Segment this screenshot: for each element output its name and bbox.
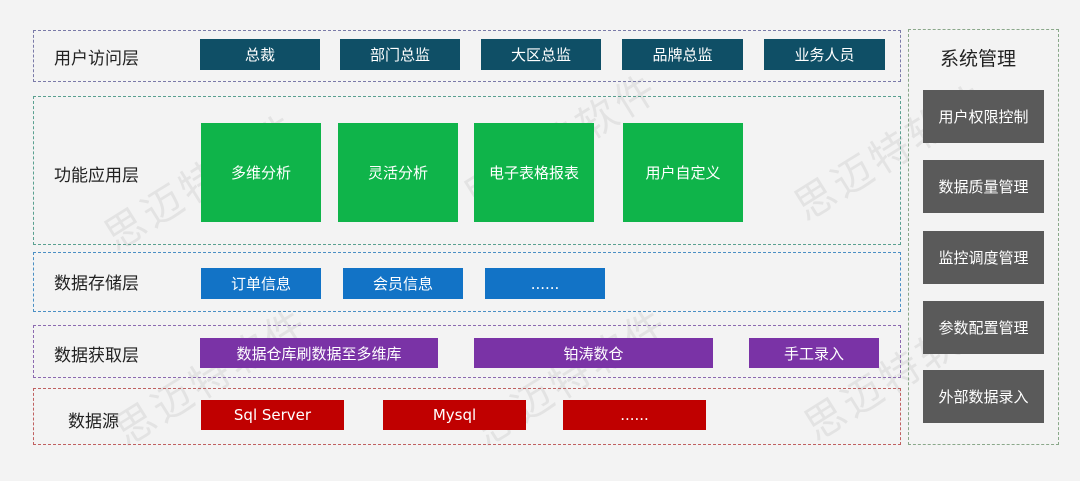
layer-label: 功能应用层	[54, 166, 139, 186]
acquire-box: 数据仓库刷数据至多维库	[200, 338, 438, 368]
acquire-box: 铂涛数仓	[474, 338, 713, 368]
function-box: 多维分析	[201, 123, 321, 222]
access-box: 部门总监	[340, 39, 460, 70]
storage-box: ......	[485, 268, 605, 299]
system-panel: 系统管理	[908, 29, 1059, 445]
layer-label: 数据获取层	[54, 346, 139, 366]
source-box: Mysql	[383, 400, 526, 430]
layer-source: 数据源	[33, 388, 901, 445]
layer-access: 用户访问层	[33, 30, 901, 82]
access-box: 总裁	[200, 39, 320, 70]
system-title: 系统管理	[940, 48, 1017, 70]
source-box: ......	[563, 400, 706, 430]
system-box: 数据质量管理	[923, 160, 1044, 213]
system-box: 外部数据录入	[923, 370, 1044, 423]
storage-box: 会员信息	[343, 268, 463, 299]
system-box: 用户权限控制	[923, 90, 1044, 143]
layer-acquire: 数据获取层	[33, 325, 901, 378]
function-box: 用户自定义	[623, 123, 743, 222]
access-box: 品牌总监	[622, 39, 743, 70]
system-box: 监控调度管理	[923, 231, 1044, 284]
layer-storage: 数据存储层	[33, 252, 901, 312]
function-box: 电子表格报表	[474, 123, 594, 222]
layer-label: 用户访问层	[54, 49, 139, 69]
access-box: 业务人员	[764, 39, 885, 70]
source-box: Sql Server	[201, 400, 344, 430]
storage-box: 订单信息	[201, 268, 321, 299]
layer-function: 功能应用层	[33, 96, 901, 245]
system-box: 参数配置管理	[923, 301, 1044, 354]
access-box: 大区总监	[481, 39, 601, 70]
layer-label: 数据存储层	[54, 274, 139, 294]
layer-label: 数据源	[68, 412, 119, 432]
function-box: 灵活分析	[338, 123, 458, 222]
acquire-box: 手工录入	[749, 338, 879, 368]
